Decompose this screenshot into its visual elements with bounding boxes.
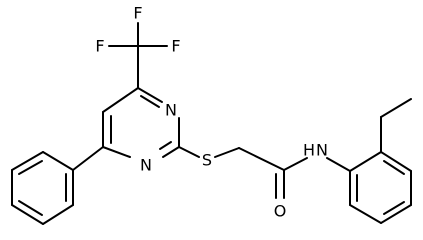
bond-ph-c5-c6 (11, 151, 44, 171)
atom-label-f-right: F (171, 37, 180, 56)
bond-ph-c3-c4 (11, 204, 44, 225)
bond-ph-double-2 (18, 200, 43, 216)
bond-ar-c1-c2 (349, 151, 382, 172)
bond-ar-c2-c3 (380, 151, 412, 172)
atom-label-f-top: F (133, 4, 142, 23)
atom-label-n-upper: N (165, 101, 177, 120)
bond-ar-double-2 (383, 201, 405, 215)
bond-ph-double-3 (18, 160, 43, 175)
atom-label-h: H (303, 141, 315, 160)
atom-label-s: S (202, 151, 212, 170)
bond-nh-aryl (326, 157, 351, 172)
bond-n1-c6 (102, 146, 131, 158)
chemical-structure-diagram: F F F N N S O N H (11, 4, 412, 225)
bond-ar-c5-c6 (349, 204, 382, 224)
bond-ph-c6-c1 (42, 151, 74, 171)
bond-s-ch2 (214, 147, 240, 158)
bond-ethyl-ch3 (380, 98, 412, 118)
atom-label-f-left: F (95, 37, 104, 56)
bond-c2-n1-double (159, 141, 172, 150)
atom-label-n-lower: N (140, 156, 152, 175)
bond-pyrimidine-phenyl (72, 146, 104, 171)
atom-label-n-amide: N (316, 141, 328, 160)
molecule-drawing: F F F N N S O N H (11, 4, 412, 225)
bond-ch2-co (238, 147, 285, 171)
bond-c4-n3-double (140, 95, 160, 108)
bond-ar-c4-c5 (380, 204, 412, 224)
bond-pyrimidine-s (178, 146, 200, 158)
bond-ph-c2-c3 (42, 204, 74, 225)
bond-c5-c4 (102, 87, 139, 113)
bond-co-nh (283, 157, 308, 171)
bond-ar-double-1 (383, 160, 405, 175)
bond-c4-n3 (137, 87, 163, 103)
bond-c2-n1 (162, 146, 180, 158)
atom-label-o: O (274, 202, 287, 221)
